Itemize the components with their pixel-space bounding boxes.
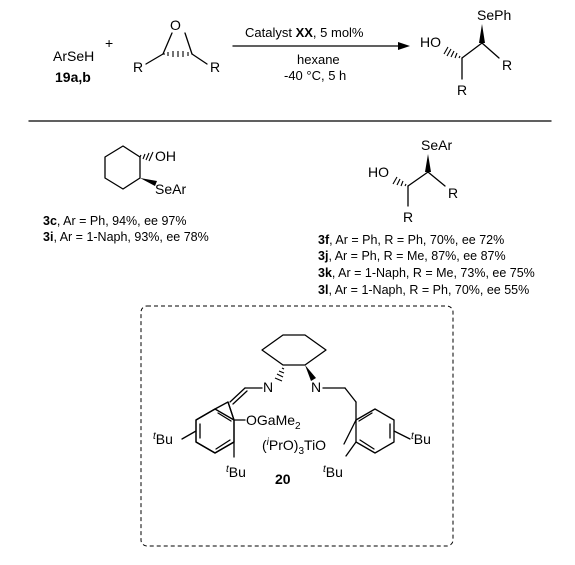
epoxide-structure: O R R: [133, 17, 220, 75]
product-r-right: R: [502, 57, 512, 73]
catalyst-n-right: N: [311, 379, 321, 395]
product-hashed-bond-ho: [443, 46, 461, 59]
reaction-equation: ArSeH 19a,b + O R R Catalyst XX: [53, 7, 512, 98]
acyclic-product: SeAr R HO R 3f, Ar = Ph, R = Ph, 70%, ee…: [318, 137, 535, 297]
catalyst-box: N N OGaMe2 tBu tBu: [140, 305, 454, 547]
catalyst-tbu-left: tBu: [153, 431, 173, 447]
catalyst-n-left: N: [263, 379, 273, 395]
entry-3f: 3f, Ar = Ph, R = Ph, 70%, ee 72%: [318, 233, 504, 247]
catalyst-tbu-bottom-right: tBu: [323, 464, 343, 480]
reagent-id-19ab: 19a,b: [55, 69, 91, 85]
arrow-condition-temp-time: -40 °C, 5 h: [284, 68, 346, 83]
cyclohexane-sear-label: SeAr: [155, 181, 186, 197]
catalyst-ogame2: OGaMe2: [246, 412, 301, 432]
epoxide-r-right: R: [210, 59, 220, 75]
plus-sign: +: [105, 35, 113, 51]
acyclic-sear-label: SeAr: [421, 137, 452, 153]
epoxide-r-left: R: [133, 59, 143, 75]
entry-3c: 3c, Ar = Ph, 94%, ee 97%: [43, 214, 187, 228]
catalyst-id-20: 20: [275, 471, 291, 487]
catalyst-left-aryl: [181, 401, 246, 458]
reaction-arrow: Catalyst XX, 5 mol% hexane -40 °C, 5 h: [232, 25, 410, 83]
epoxide-hashed-bond: [163, 51, 189, 57]
cyclohexane-oh-label: OH: [155, 148, 176, 164]
product-seph-label: SePh: [477, 7, 511, 23]
epoxide-oxygen: O: [170, 17, 181, 33]
cyclohexane-product: OH SeAr 3c, Ar = Ph, 94%, ee 97% 3i, Ar …: [43, 145, 209, 244]
catalyst-right-aryl: [343, 401, 411, 457]
acyclic-r-bottom: R: [403, 209, 413, 225]
reagent-arseh: ArSeH: [53, 48, 94, 64]
catalyst-tbu-bottom-left: tBu: [226, 464, 246, 480]
product-ho-label: HO: [420, 34, 441, 50]
catalyst-ipro3tio: (iPrO)3TiO: [262, 437, 326, 457]
product-r-bottom: R: [457, 82, 467, 98]
catalyst-hashed-bond-left: [274, 367, 285, 382]
entry-3j: 3j, Ar = Ph, R = Me, 87%, ee 87%: [318, 249, 506, 263]
product-structure: SePh R HO R: [420, 7, 512, 98]
entry-3l: 3l, Ar = 1-Naph, R = Ph, 70%, ee 55%: [318, 283, 529, 297]
acyclic-hashed-bond-ho: [392, 176, 407, 187]
acyclic-r-right: R: [448, 185, 458, 201]
arrow-condition-solvent: hexane: [297, 52, 340, 67]
entry-3k: 3k, Ar = 1-Naph, R = Me, 73%, ee 75%: [318, 266, 535, 280]
arrow-condition-catalyst: Catalyst XX, 5 mol%: [245, 25, 364, 40]
entry-3i: 3i, Ar = 1-Naph, 93%, ee 78%: [43, 230, 209, 244]
cyclohexane-hashed-bond-oh: [139, 151, 154, 162]
catalyst-tbu-right: tBu: [411, 431, 431, 447]
acyclic-ho-label: HO: [368, 164, 389, 180]
catalyst-dashed-frame: [140, 305, 454, 547]
